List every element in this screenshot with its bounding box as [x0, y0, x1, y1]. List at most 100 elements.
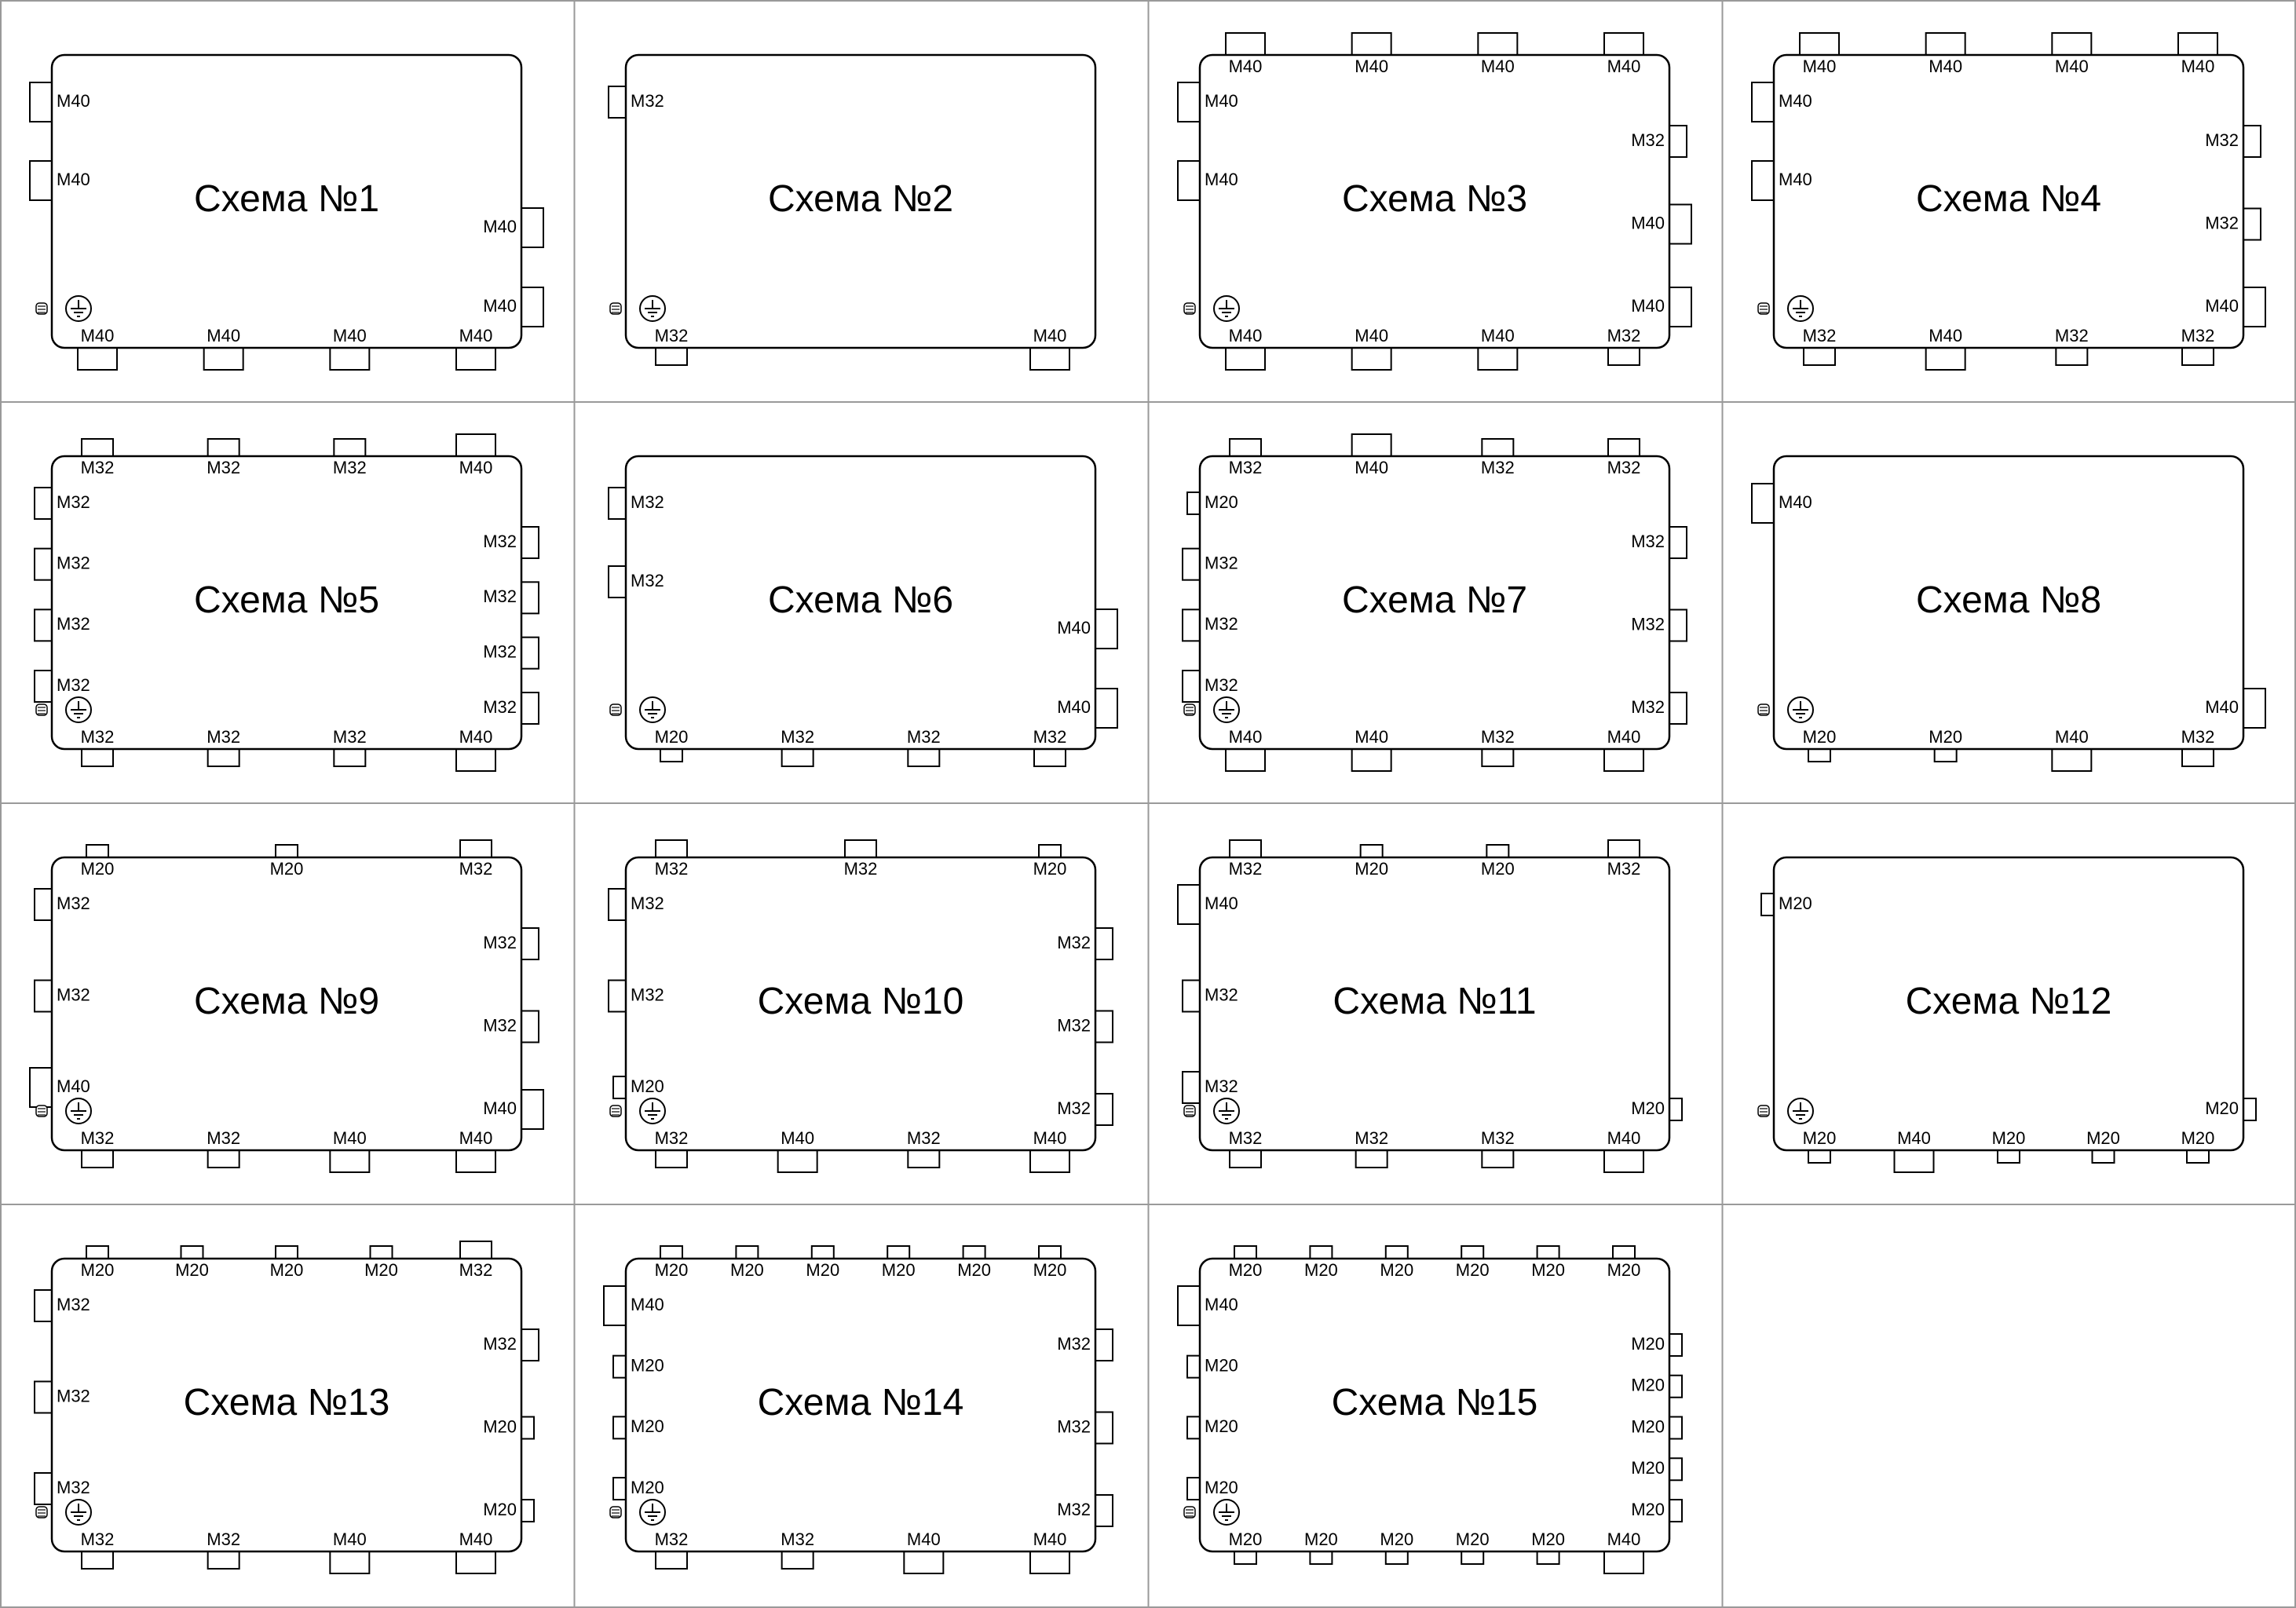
gland-label-right: M32	[483, 1334, 517, 1354]
cable-gland-top	[81, 438, 114, 457]
gland-label-top: M20	[1481, 859, 1515, 879]
scheme-title: Схема №9	[194, 981, 379, 1022]
enclosure-box	[1772, 856, 2245, 1152]
scheme-title: Схема №7	[1342, 579, 1527, 621]
cable-gland-left	[29, 160, 53, 201]
gland-label-left: M40	[57, 91, 90, 111]
cable-gland-right	[1669, 125, 1687, 158]
cable-gland-bottom	[1029, 1149, 1070, 1173]
cable-gland-bottom	[1461, 1551, 1485, 1565]
gland-label-left: M20	[1205, 1416, 1238, 1436]
gland-label-left: M20	[631, 1355, 664, 1375]
gland-label-top: M20	[81, 859, 115, 879]
cable-gland-right	[521, 1089, 544, 1130]
cable-gland-right	[1095, 927, 1113, 960]
cable-gland-bottom	[1355, 1149, 1388, 1168]
ground-symbol-icon	[1213, 696, 1240, 723]
gland-label-top: M20	[1033, 1260, 1067, 1280]
gland-label-right: M40	[1631, 296, 1665, 316]
gland-label-bottom: M40	[907, 1529, 941, 1549]
gland-label-top: M32	[459, 1260, 493, 1280]
ground-symbol-icon	[65, 1098, 92, 1124]
cable-gland-right	[521, 526, 539, 559]
gland-label-left: M32	[631, 91, 664, 111]
cable-gland-left	[1177, 160, 1201, 201]
gland-label-top: M20	[1355, 859, 1388, 879]
cable-gland-right	[1095, 1411, 1113, 1445]
gland-label-left: M40	[631, 1295, 664, 1314]
gland-label-left: M32	[631, 894, 664, 913]
cable-gland-bottom	[1803, 347, 1836, 366]
cable-gland-bottom	[781, 748, 814, 767]
cable-gland-bottom	[1603, 1551, 1644, 1574]
screw-terminal-icon	[609, 1105, 622, 1117]
gland-label-bottom: M40	[1607, 1529, 1641, 1549]
gland-label-bottom: M32	[2055, 326, 2089, 345]
cable-gland-left	[34, 547, 53, 581]
cable-gland-left	[1182, 670, 1201, 703]
gland-label-top: M40	[2181, 57, 2215, 76]
screw-terminal-icon	[1183, 1105, 1196, 1117]
gland-label-right: M40	[483, 296, 517, 316]
cable-gland-bottom	[1933, 748, 1958, 762]
gland-label-top: M20	[364, 1260, 398, 1280]
gland-label-left: M32	[57, 1386, 90, 1405]
gland-label-right: M32	[1057, 933, 1091, 952]
gland-label-top: M20	[81, 1260, 115, 1280]
cable-gland-top	[735, 1245, 759, 1259]
scheme-title: Схема №10	[758, 981, 964, 1022]
cable-gland-bottom	[1229, 1149, 1262, 1168]
gland-label-bottom: M32	[655, 1529, 689, 1549]
gland-label-bottom: M40	[1033, 326, 1067, 345]
gland-label-bottom: M20	[1304, 1529, 1338, 1549]
gland-label-top: M20	[655, 1260, 689, 1280]
cable-gland-right	[521, 1499, 535, 1522]
gland-label-bottom: M40	[459, 1529, 493, 1549]
gland-label-bottom: M32	[907, 727, 941, 747]
screw-terminal-icon	[609, 302, 622, 315]
gland-label-right: M20	[1631, 1376, 1665, 1395]
gland-label-left: M20	[1779, 894, 1812, 913]
gland-label-top: M20	[882, 1260, 916, 1280]
screw-terminal-icon	[1757, 704, 1770, 716]
cable-gland-top	[1359, 844, 1384, 858]
gland-label-bottom: M40	[781, 1128, 814, 1148]
gland-label-top: M32	[844, 859, 878, 879]
gland-label-top: M40	[1481, 57, 1515, 76]
scheme-title: Схема №4	[1916, 178, 2101, 220]
gland-label-top: M32	[459, 859, 493, 879]
gland-label-top: M20	[270, 1260, 304, 1280]
gland-label-left: M40	[1205, 170, 1238, 189]
cable-gland-left	[612, 1076, 627, 1099]
cable-gland-left	[29, 1067, 53, 1108]
ground-symbol-icon	[65, 696, 92, 723]
cable-gland-right	[1669, 1457, 1683, 1482]
gland-label-right: M32	[483, 1015, 517, 1035]
cable-gland-top	[1309, 1245, 1333, 1259]
cable-gland-left	[29, 82, 53, 122]
gland-label-bottom: M20	[1803, 727, 1837, 747]
cable-gland-top	[1925, 32, 1966, 56]
gland-label-left: M32	[631, 492, 664, 512]
gland-label-right: M32	[1057, 1098, 1091, 1118]
enclosure-box	[1772, 455, 2245, 751]
gland-label-bottom: M32	[1481, 1128, 1515, 1148]
cable-gland-left	[34, 1472, 53, 1505]
cable-gland-bottom	[2181, 748, 2214, 767]
cable-gland-left	[612, 1477, 627, 1500]
cable-gland-bottom	[1225, 748, 1266, 772]
gland-label-bottom: M40	[1229, 326, 1263, 345]
cable-gland-bottom	[207, 1149, 240, 1168]
gland-label-left: M20	[1205, 1478, 1238, 1497]
gland-label-right: M32	[1057, 1416, 1091, 1436]
enclosure-box	[50, 455, 523, 751]
cable-gland-bottom	[655, 1551, 688, 1570]
cable-gland-bottom	[1536, 1551, 1560, 1565]
cable-gland-left	[1182, 1071, 1201, 1104]
gland-label-right: M32	[483, 697, 517, 717]
cable-gland-right	[1095, 608, 1118, 649]
gland-label-left: M40	[1205, 894, 1238, 913]
gland-label-top: M20	[1607, 1260, 1641, 1280]
cable-gland-bottom	[1481, 748, 1515, 767]
